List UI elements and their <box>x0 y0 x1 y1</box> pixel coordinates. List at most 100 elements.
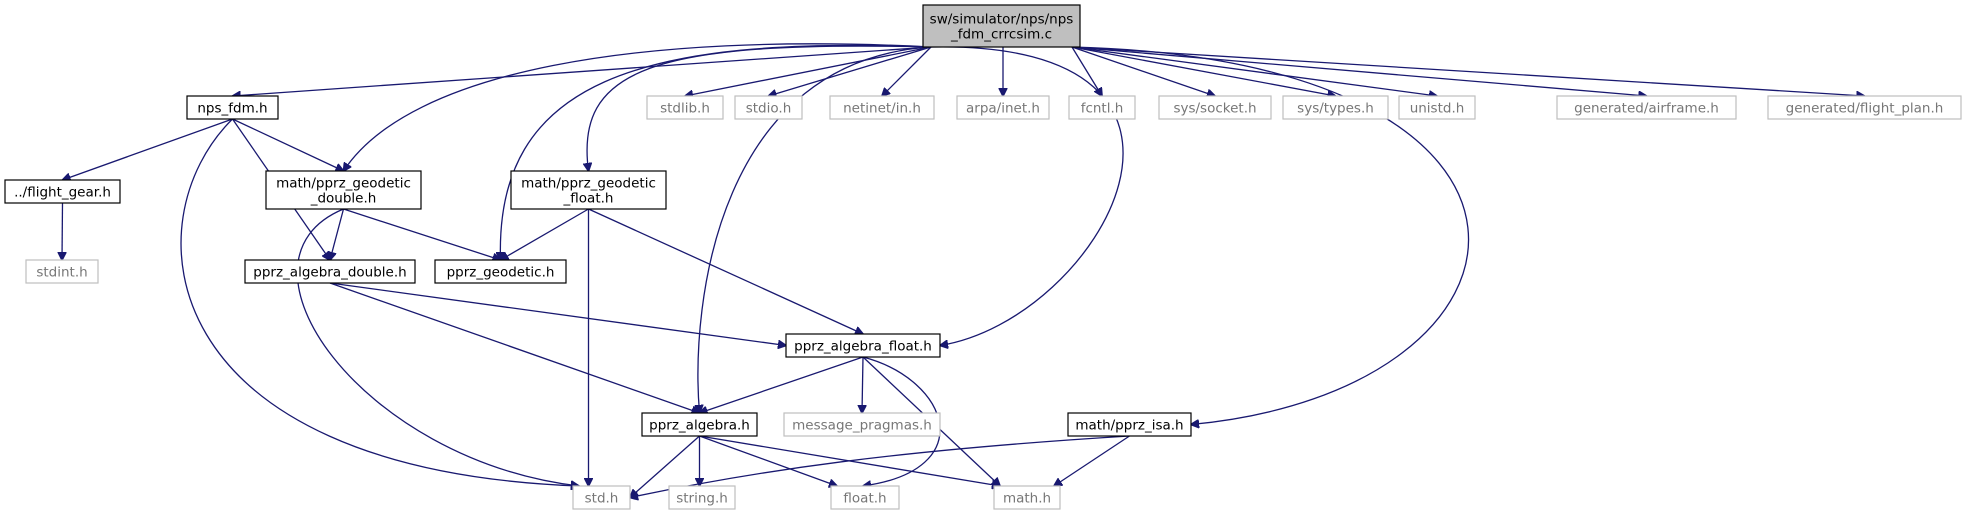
edge-pprz_isa-to-math <box>1054 435 1130 486</box>
edge-algebra_double-to-pprz_algebra <box>329 282 700 413</box>
node-box <box>829 95 935 120</box>
edge-root-to-pprz_geodetic <box>500 44 932 260</box>
node-label: message_pragmas.h <box>792 418 932 434</box>
node-label: sys/socket.h <box>1173 101 1256 117</box>
node-label: string.h <box>676 491 728 507</box>
edge-root-to-netinet_in <box>882 46 932 96</box>
node-label: pprz_geodetic.h <box>447 265 555 281</box>
node-label: math.h <box>1003 491 1051 507</box>
edge-root-to-algebra_float <box>930 46 1124 346</box>
node-flight-gear[interactable]: ../flight_gear.h <box>4 179 121 204</box>
node-label: pprz_algebra_double.h <box>253 265 406 281</box>
node-box <box>1158 95 1272 120</box>
node-box <box>1767 95 1962 120</box>
node-root[interactable]: sw/simulator/nps/nps_fdm_crrcsim.c <box>922 4 1081 48</box>
node-float: float.h <box>830 485 900 510</box>
edge-root-to-sys_types <box>1071 46 1336 96</box>
edge-nps_fdm-to-geodetic_double <box>232 118 344 171</box>
node-box <box>785 333 941 358</box>
edge-root-to-unistd <box>1071 46 1437 96</box>
node-box <box>244 259 416 284</box>
node-label: arpa/inet.h <box>966 101 1040 117</box>
edge-root-to-sys_socket <box>1071 46 1215 96</box>
node-box <box>25 259 99 284</box>
node-label: float.h <box>843 491 886 507</box>
node-gen-airframe: generated/airframe.h <box>1556 95 1737 120</box>
node-arpa-inet: arpa/inet.h <box>956 95 1050 120</box>
node-label: pprz_algebra_float.h <box>794 339 932 355</box>
edge-geodetic_double-to-pprz_geodetic <box>343 208 501 260</box>
node-string: string.h <box>668 485 736 510</box>
node-box <box>956 95 1050 120</box>
node-box <box>668 485 736 510</box>
node-box <box>646 95 724 120</box>
node-label: _double.h <box>310 191 377 207</box>
node-box <box>1282 95 1389 120</box>
node-box <box>734 95 803 120</box>
edge-pprz_algebra-to-std <box>630 435 700 498</box>
node-label: stdint.h <box>36 265 87 281</box>
node-label: netinet/in.h <box>843 101 921 117</box>
edge-root-to-gen_flight_plan <box>1071 46 1865 96</box>
node-algebra-double[interactable]: pprz_algebra_double.h <box>244 259 416 284</box>
node-label: std.h <box>585 491 619 507</box>
edge-root-to-fcntl <box>1071 46 1102 96</box>
node-sys-socket: sys/socket.h <box>1158 95 1272 120</box>
node-stdio: stdio.h <box>734 95 803 120</box>
node-label: _float.h <box>563 191 614 207</box>
edge-algebra_float-to-pprz_algebra <box>700 356 864 413</box>
node-box <box>1398 95 1476 120</box>
node-label: math/pprz_isa.h <box>1075 418 1183 434</box>
node-unistd: unistd.h <box>1398 95 1476 120</box>
node-geodetic-double[interactable]: math/pprz_geodetic_double.h <box>265 170 422 210</box>
node-label: math/pprz_geodetic <box>521 176 656 192</box>
edge-geodetic_double-to-std <box>296 208 579 486</box>
node-label: sw/simulator/nps/nps <box>930 12 1074 28</box>
node-label: generated/airframe.h <box>1574 101 1719 117</box>
node-label: nps_fdm.h <box>197 101 267 117</box>
node-label: ../flight_gear.h <box>14 185 111 201</box>
node-label: sys/types.h <box>1297 101 1374 117</box>
node-pprz-algebra[interactable]: pprz_algebra.h <box>641 412 758 437</box>
node-label: unistd.h <box>1410 101 1465 117</box>
edge-geodetic_double-to-algebra_double <box>330 208 345 260</box>
node-sys-types: sys/types.h <box>1282 95 1389 120</box>
node-std: std.h <box>572 485 631 510</box>
edge-root-to-gen_airframe <box>1071 46 1647 96</box>
node-box <box>434 259 567 284</box>
edge-algebra_double-to-algebra_float <box>329 282 786 346</box>
node-box <box>783 412 941 437</box>
node-stdlib: stdlib.h <box>646 95 724 120</box>
edge-algebra_float-to-message_pragmas <box>862 356 863 413</box>
node-box <box>1068 95 1136 120</box>
node-box <box>510 170 667 210</box>
edge-root-to-pprz_algebra <box>698 46 932 413</box>
edge-nps_fdm-to-flight_gear <box>63 118 233 180</box>
node-box <box>572 485 631 510</box>
node-box <box>830 485 900 510</box>
edge-root-to-nps_fdm <box>233 46 932 96</box>
edge-geodetic_float-to-pprz_geodetic <box>501 208 589 260</box>
node-box <box>1067 412 1192 437</box>
node-label: generated/flight_plan.h <box>1786 101 1944 117</box>
node-pprz-isa[interactable]: math/pprz_isa.h <box>1067 412 1192 437</box>
node-geodetic-float[interactable]: math/pprz_geodetic_float.h <box>510 170 667 210</box>
node-algebra-float[interactable]: pprz_algebra_float.h <box>785 333 941 358</box>
node-nps-fdm[interactable]: nps_fdm.h <box>186 95 279 120</box>
node-fcntl: fcntl.h <box>1068 95 1136 120</box>
node-box <box>1556 95 1737 120</box>
node-math: math.h <box>993 485 1061 510</box>
node-pprz-geodetic[interactable]: pprz_geodetic.h <box>434 259 567 284</box>
node-label: stdlib.h <box>660 101 710 117</box>
node-box <box>641 412 758 437</box>
edge-flight_gear-to-stdint <box>62 202 63 260</box>
node-box <box>993 485 1061 510</box>
node-stdint: stdint.h <box>25 259 99 284</box>
edge-pprz_algebra-to-float <box>699 435 838 486</box>
node-box <box>4 179 121 204</box>
node-box <box>265 170 422 210</box>
node-label: fcntl.h <box>1081 101 1124 117</box>
node-box <box>186 95 279 120</box>
edge-root-to-geodetic_double <box>344 43 932 171</box>
